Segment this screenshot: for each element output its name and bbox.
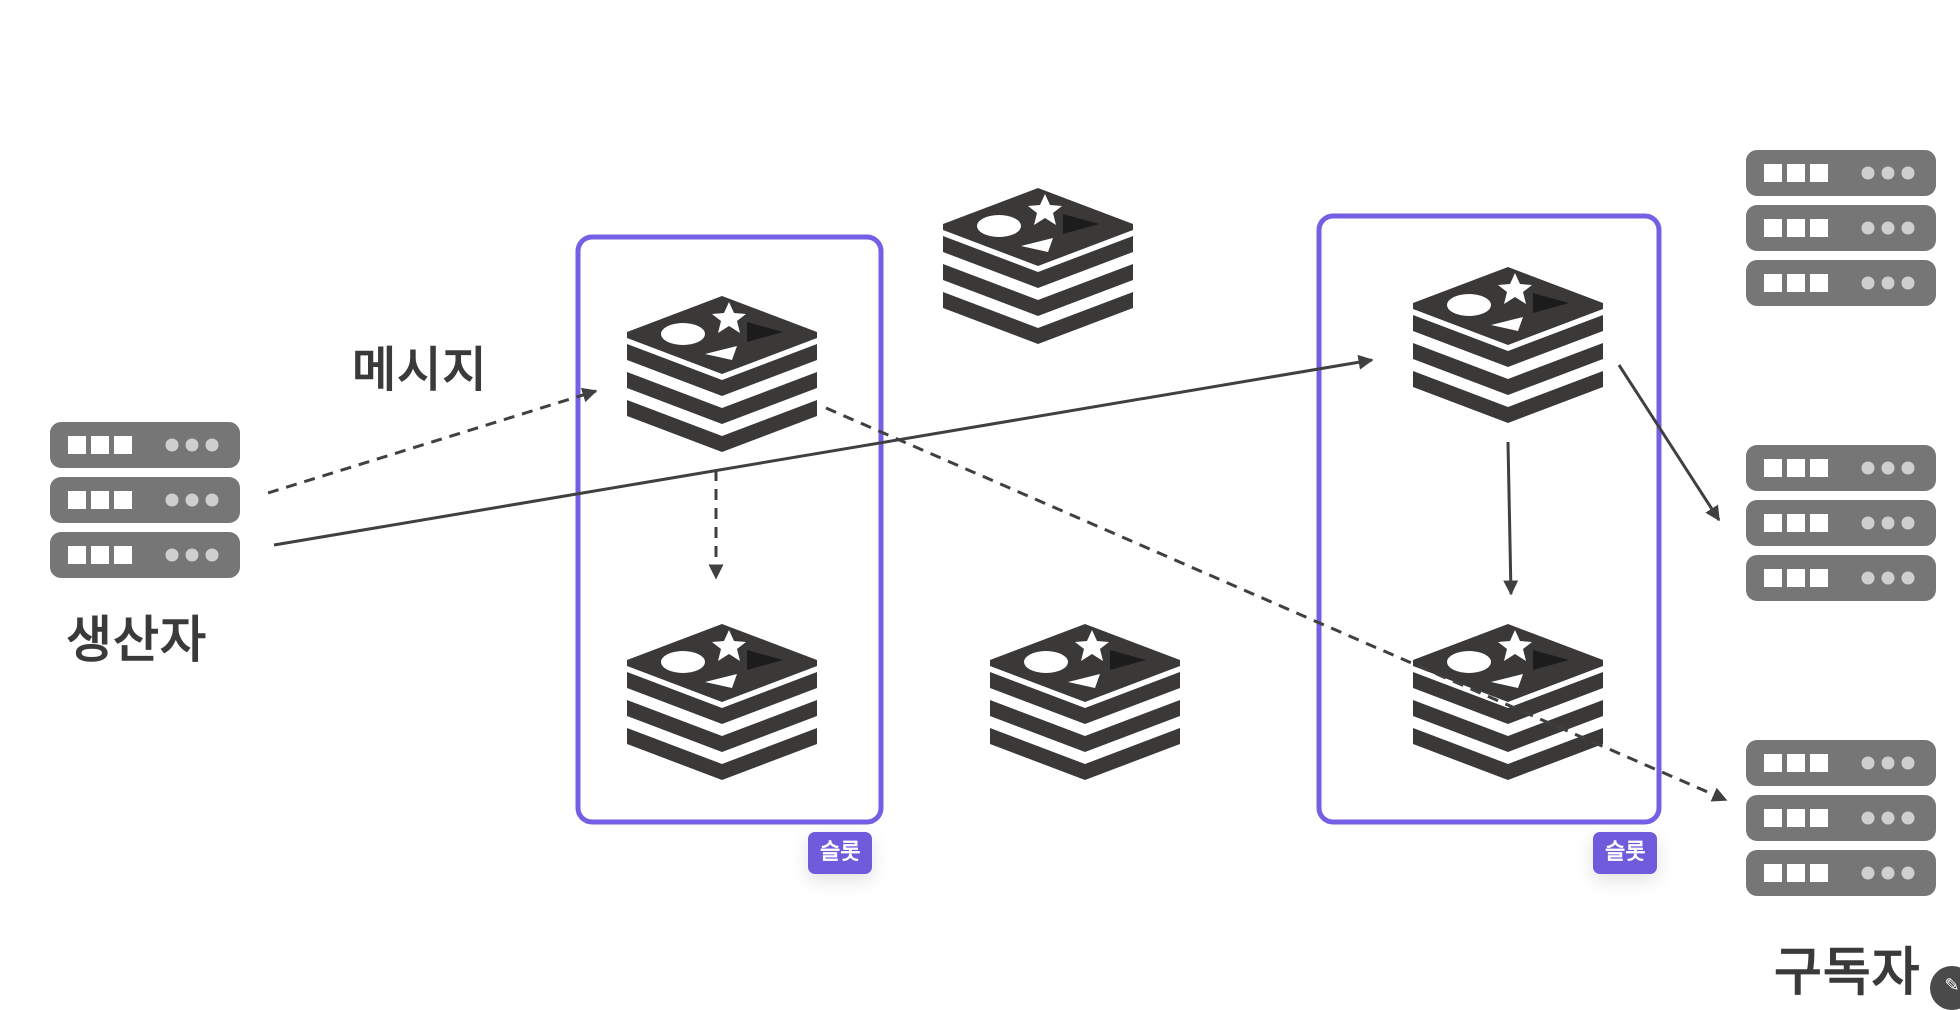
node-slot2-primary	[1413, 267, 1603, 423]
node-bottom-middle	[990, 624, 1180, 780]
arrow-slot2-to-subscriber-2	[1617, 364, 1721, 522]
message-label: 메시지	[352, 342, 488, 398]
arrow-producer-to-slot2	[273, 354, 1374, 547]
producer-label: 생산자	[66, 611, 207, 669]
subscriber-label: 구독자	[1774, 943, 1921, 1003]
node-slot1-replica	[627, 624, 817, 780]
node-slot2-replica	[1413, 624, 1603, 780]
slot-badge-1: 슬롯	[808, 832, 873, 874]
arrow-slot2-primary-to-replica	[1503, 441, 1519, 596]
subscriber-server-1	[1746, 150, 1936, 306]
slot-box-1	[575, 234, 884, 825]
slot-box-2	[1316, 213, 1662, 825]
producer-server	[50, 422, 240, 578]
node-slot1-primary	[627, 296, 817, 452]
comment-icon[interactable]: ✎	[1930, 966, 1960, 1010]
arrow-slot1-to-subscriber-3	[825, 406, 1728, 802]
arrow-producer-to-slot1	[267, 387, 598, 495]
node-top-middle	[943, 188, 1133, 344]
subscriber-server-3	[1746, 740, 1936, 896]
subscriber-server-2	[1746, 445, 1936, 601]
slot-badge-2: 슬롯	[1593, 832, 1658, 874]
